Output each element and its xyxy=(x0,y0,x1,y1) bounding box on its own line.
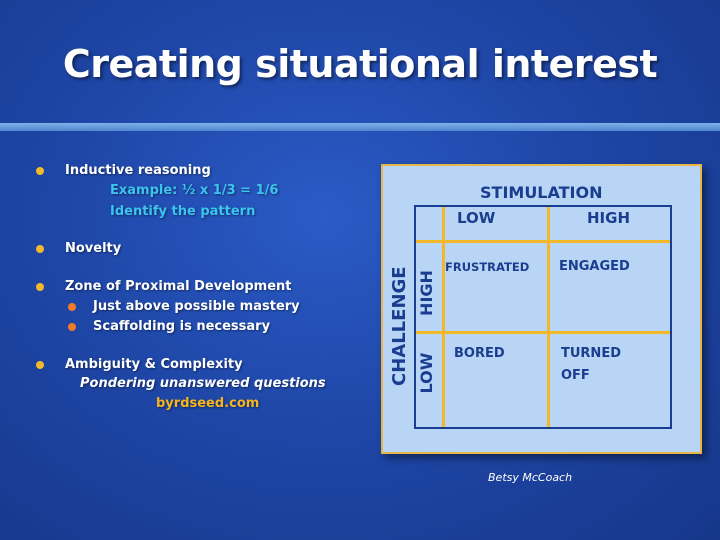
bullet-inductive-reasoning: Inductive reasoning xyxy=(65,163,211,178)
grid-line-center xyxy=(547,207,550,427)
cell-bored: BORED xyxy=(454,346,505,361)
byrdseed-link[interactable]: byrdseed.com xyxy=(156,396,260,411)
bullet-novelty: Novelty xyxy=(65,241,122,256)
challenge-low-label: LOW xyxy=(417,352,436,394)
stimulation-low-label: LOW xyxy=(457,209,496,227)
cell-turned: TURNED xyxy=(561,346,621,361)
stimulation-high-label: HIGH xyxy=(587,209,631,227)
sub-bullet-dot-icon xyxy=(68,323,76,331)
grid-line-left xyxy=(442,207,445,427)
bullet-scaffolding: Scaffolding is necessary xyxy=(93,319,271,334)
bullet-dot-icon xyxy=(36,167,44,175)
challenge-high-label: HIGH xyxy=(417,270,436,316)
bullet-ambiguity: Ambiguity & Complexity xyxy=(65,357,243,372)
challenge-label: CHALLENGE xyxy=(389,266,410,386)
bullet-dot-icon xyxy=(36,283,44,291)
stimulation-label: STIMULATION xyxy=(480,183,603,202)
interest-matrix-panel xyxy=(381,164,702,454)
cell-frustrated: FRUSTRATED xyxy=(445,260,530,274)
bullet-just-above-mastery: Just above possible mastery xyxy=(93,299,300,314)
interest-matrix-grid xyxy=(414,205,672,429)
sub-bullet-dot-icon xyxy=(68,303,76,311)
grid-line-middle xyxy=(416,331,670,334)
cell-engaged: ENGAGED xyxy=(559,259,630,274)
bullet-identify-pattern: Identify the pattern xyxy=(110,204,256,219)
bullet-pondering: Pondering unanswered questions xyxy=(80,376,326,391)
bullet-dot-icon xyxy=(36,245,44,253)
cell-off: OFF xyxy=(561,368,590,383)
credit-text: Betsy McCoach xyxy=(488,471,573,484)
bullet-example: Example: ½ x 1/3 = 1/6 xyxy=(110,183,279,198)
bullet-zone-proximal: Zone of Proximal Development xyxy=(65,279,292,294)
grid-line-upper xyxy=(416,240,670,243)
title-divider xyxy=(0,123,720,131)
bullet-dot-icon xyxy=(36,361,44,369)
slide-title: Creating situational interest xyxy=(62,42,658,86)
